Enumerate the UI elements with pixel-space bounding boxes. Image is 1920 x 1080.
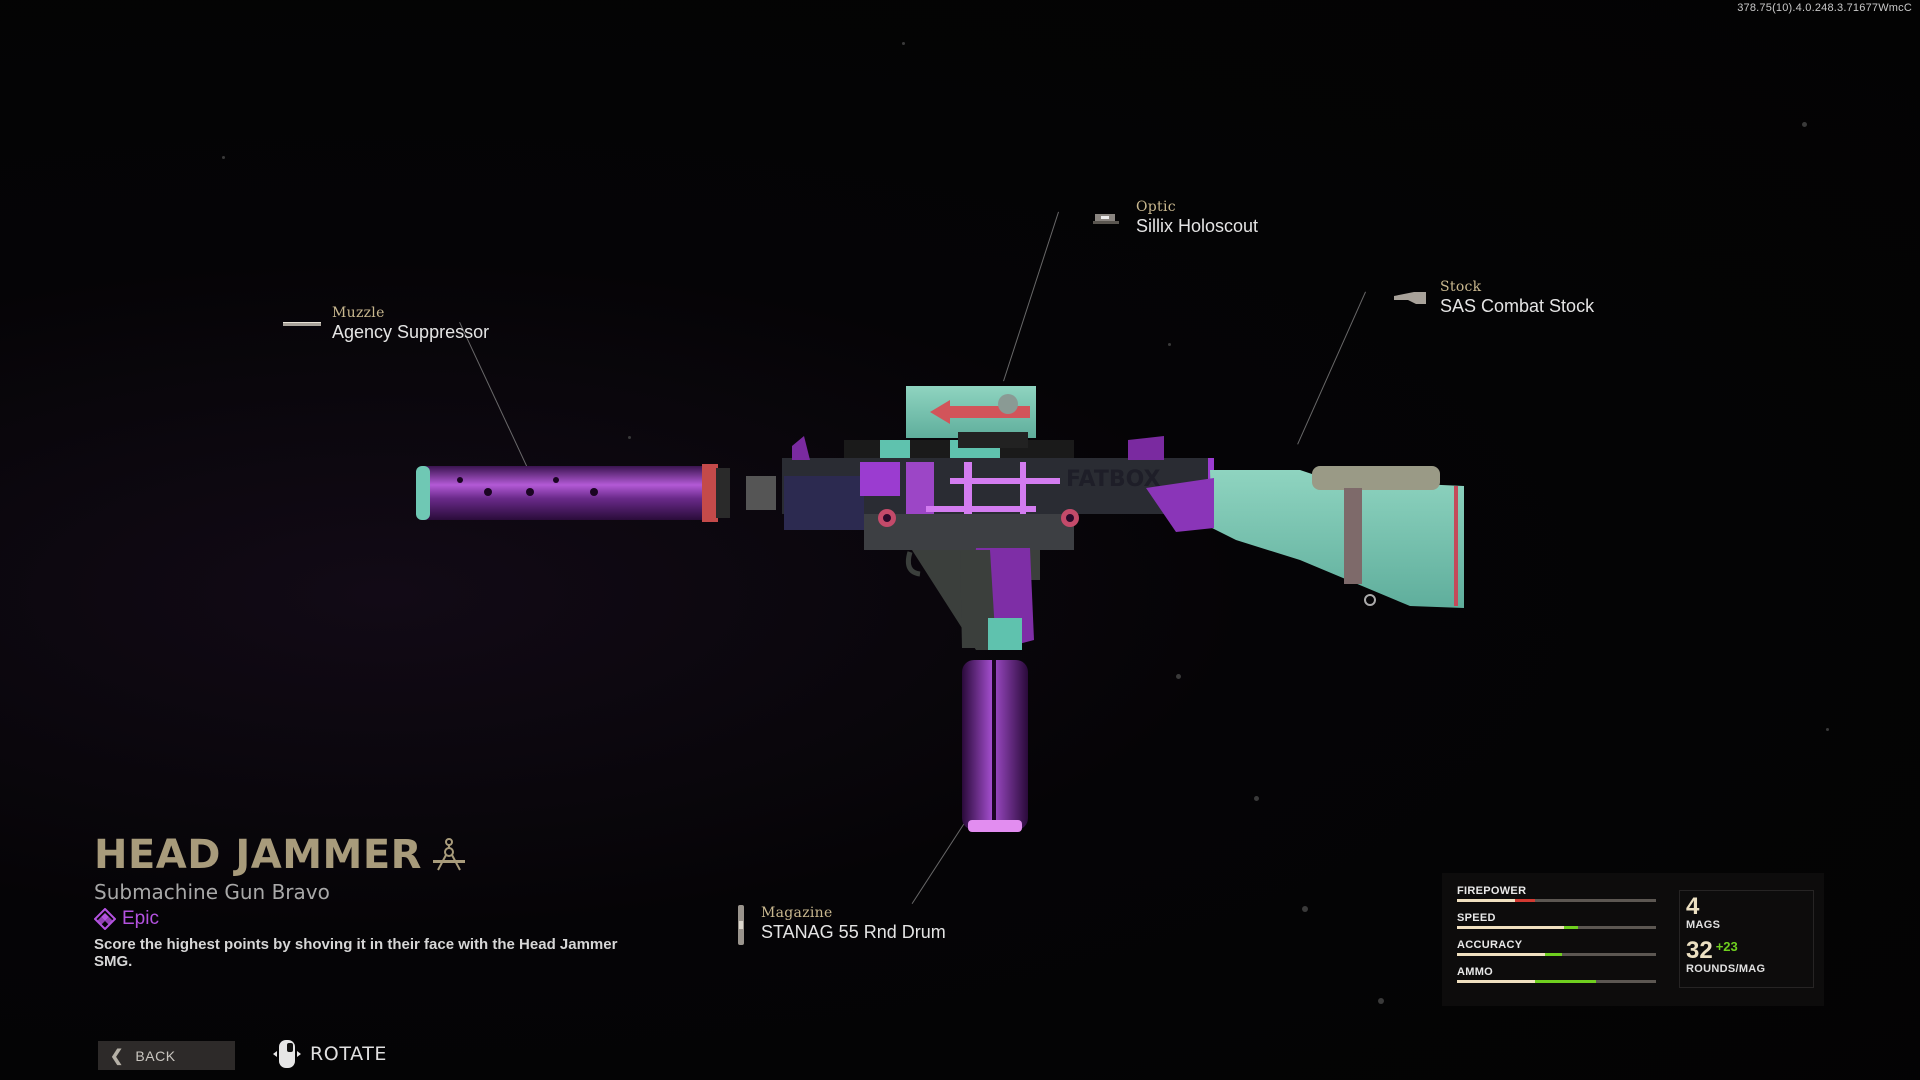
stat-ammo: AMMO [1457,966,1657,983]
weapon-description: Score the highest points by shoving it i… [94,936,618,970]
mags-count: 4 [1686,893,1700,920]
background-speck [1302,906,1308,912]
optic-icon [1086,205,1126,231]
weapon-stats-panel: FIREPOWER SPEED ACCURACY AMMO 4 MAGS 32+… [1442,873,1824,1006]
background-speck [1826,728,1829,731]
rotate-label: ROTATE [310,1043,388,1065]
attachment-stock[interactable]: Stock SAS Combat Stock [1390,279,1594,317]
stat-firepower: FIREPOWER [1457,885,1657,902]
epic-rarity-icon [94,908,116,930]
optic-part [906,386,1036,448]
stat-bar [1457,980,1656,983]
background-speck [902,42,905,45]
attachment-slot-label: Optic [1136,199,1176,215]
attachment-slot-label: Muzzle [332,305,385,321]
drum-magazine-part [962,660,1028,832]
mags-label: MAGS [1686,919,1721,931]
back-button[interactable]: ❮ BACK [98,1041,235,1070]
rounds-count: 32 [1686,937,1713,964]
stock-icon [1390,285,1430,311]
suppressor-part [416,464,776,522]
back-label: BACK [135,1047,176,1064]
attachment-optic[interactable]: Optic Sillix Holoscout [1086,199,1258,237]
fatbox-decal: FATBOX [1066,467,1161,492]
stat-label: FIREPOWER [1457,885,1527,897]
stat-bar-delta [1514,899,1535,902]
mouse-drag-icon [273,1040,301,1068]
attachment-name: Sillix Holoscout [1136,216,1259,236]
rarity-row: Epic [94,908,654,930]
suppressor-icon [282,311,322,337]
attachment-muzzle[interactable]: Muzzle Agency Suppressor [282,305,489,343]
stat-label: SPEED [1457,912,1496,924]
background-speck [1176,674,1181,679]
rounds-label: ROUNDS/MAG [1686,963,1766,975]
stat-bar-delta [1564,926,1579,929]
receiver-part: FATBOX [782,436,1214,550]
stat-bar-delta [1534,980,1597,983]
background-speck [1802,122,1807,127]
ammo-summary: 4 MAGS 32+23 ROUNDS/MAG [1679,890,1814,988]
background-speck [1254,796,1259,801]
stat-label: ACCURACY [1457,939,1523,951]
rarity-label: Epic [122,908,159,929]
attachment-slot-label: Magazine [761,905,833,921]
attachment-name: Agency Suppressor [332,322,490,342]
background-speck [222,156,225,159]
rotate-hint[interactable]: ROTATE [272,1038,387,1070]
background-speck [1378,998,1384,1004]
stat-bar [1457,926,1656,929]
background-speck [628,436,631,439]
stat-bar [1457,899,1656,902]
stat-accuracy: ACCURACY [1457,939,1657,956]
stock-part [1146,466,1464,608]
blueprint-compass-icon [432,838,465,871]
attachment-name: STANAG 55 Rnd Drum [761,922,946,942]
attachment-magazine[interactable]: Magazine STANAG 55 Rnd Drum [731,905,946,945]
weapon-title-row: HEAD JAMMER [94,832,654,878]
attachment-slot-label: Stock [1440,279,1482,295]
weapon-class: Submachine Gun Bravo [94,880,330,904]
stat-bar-base [1457,926,1565,929]
magazine-icon [731,905,751,945]
stat-speed: SPEED [1457,912,1657,929]
weapon-title: HEAD JAMMER [94,832,422,878]
chevron-left-icon: ❮ [110,1047,124,1065]
stat-bar [1457,953,1656,956]
stat-bar-base [1457,980,1535,983]
background-speck [1168,343,1171,346]
attachment-name: SAS Combat Stock [1440,296,1595,316]
stat-bar-base [1457,899,1515,902]
stat-bar-delta [1544,953,1563,956]
build-version-text: 378.75(10).4.0.248.3.71677WmcC [1737,2,1912,14]
stat-bar-base [1457,953,1545,956]
rounds-bonus: +23 [1715,939,1738,954]
grip-part [905,548,1040,650]
weapon-info-panel: HEAD JAMMER Submachine Gun Bravo Epic Sc… [94,832,654,970]
stat-label: AMMO [1457,966,1494,978]
